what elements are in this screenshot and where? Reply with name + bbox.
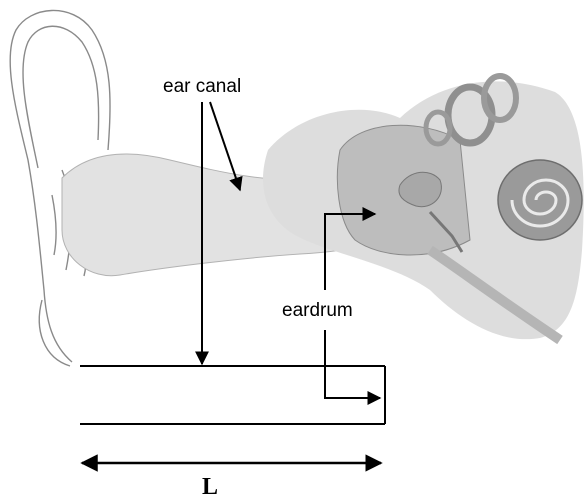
eardrum-label: eardrum [282, 300, 353, 322]
length-label: L [202, 474, 218, 501]
tube-model [80, 366, 385, 424]
eardrum-pointer-lower [325, 330, 380, 398]
ear-canal-label: ear canal [163, 76, 241, 98]
